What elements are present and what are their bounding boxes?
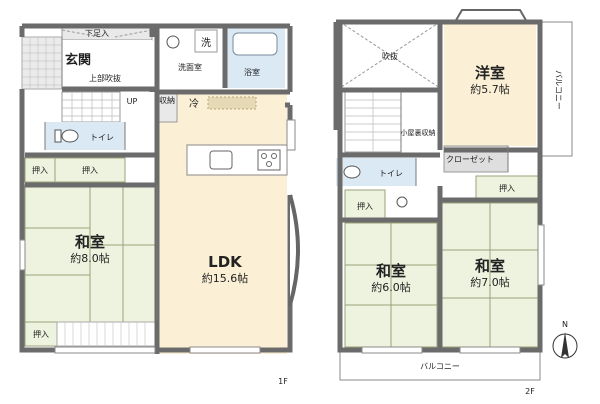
- label-attic-storage: 小屋裏収納: [401, 128, 436, 137]
- bathtub-icon: [232, 32, 278, 56]
- tatami-7: [440, 202, 539, 348]
- floor-2: [333, 9, 573, 381]
- label-washitsu-7: 和室: [475, 257, 505, 275]
- label-washitsu-8: 和室: [75, 233, 105, 251]
- bottom-balcony: [339, 351, 541, 381]
- sink-2f-icon: [396, 196, 408, 208]
- closet-2f-a: [344, 189, 386, 221]
- label-washitsu-6-area: 約6.0帖: [371, 280, 411, 294]
- label-bathroom: 浴室: [244, 67, 260, 77]
- labels: 下足入 玄関 上部吹抜 洗 洗面室 浴室 UP 収納 冷 トイレ 押入 押入 和…: [32, 29, 563, 396]
- void-area: [340, 22, 440, 88]
- label-closet-1f-a: 押入: [32, 165, 48, 175]
- closet-1f-b: [54, 157, 126, 183]
- label-toilet-2f: トイレ: [379, 169, 403, 178]
- label-side-balcony: バルコニー: [554, 70, 563, 110]
- compass-north-label: N: [562, 320, 568, 329]
- label-floor-1: 1F: [278, 377, 288, 386]
- label-floor-2: 2F: [525, 387, 535, 396]
- compass-icon: N: [552, 320, 578, 359]
- floor-1: [19, 23, 300, 354]
- stairs-1f: [61, 91, 121, 123]
- label-washitsu-6: 和室: [376, 262, 406, 280]
- genkan-area: [21, 36, 63, 90]
- label-toilet-1f: トイレ: [90, 133, 114, 142]
- label-void: 吹抜: [382, 51, 398, 61]
- sink-icon: [209, 150, 233, 170]
- closet-1f-c: [24, 321, 58, 347]
- label-washer: 洗: [201, 37, 211, 49]
- entrance-hall: [62, 40, 152, 90]
- label-shoe-storage: 下足入: [85, 29, 109, 38]
- label-fridge: 冷: [189, 97, 199, 110]
- label-western-room: 洋室: [475, 64, 505, 82]
- label-ldk: LDK: [208, 253, 243, 271]
- tatami-6: [344, 222, 438, 348]
- label-closet-2f-b: 押入: [499, 183, 515, 193]
- closet-2f-b: [475, 175, 539, 201]
- toilet-icon: [61, 129, 79, 143]
- toilet-icon-2f: [343, 165, 361, 179]
- label-closet-2f-a: 押入: [357, 201, 373, 211]
- label-washitsu-7-area: 約7.0帖: [470, 275, 510, 289]
- stove-icon: [257, 149, 281, 171]
- label-closet-1f-c: 押入: [33, 329, 49, 339]
- stairs-2f: [344, 91, 402, 153]
- side-balcony: [539, 21, 573, 157]
- label-closet: クローゼット: [446, 154, 494, 164]
- label-washitsu-8-area: 約8.0帖: [70, 251, 110, 265]
- label-genkan: 玄関: [65, 52, 91, 68]
- label-bottom-balcony: バルコニー: [420, 362, 460, 371]
- label-closet-1f-b: 押入: [82, 165, 98, 175]
- ldk-room: [157, 92, 287, 354]
- label-ldk-area: 約15.6帖: [202, 271, 249, 285]
- western-room: [444, 22, 536, 146]
- washing-machine-icon: [166, 35, 180, 49]
- label-upper-void: 上部吹抜: [89, 73, 121, 83]
- label-storage: 収納: [159, 95, 175, 105]
- label-western-room-area: 約5.7帖: [470, 82, 510, 96]
- label-washroom: 洗面室: [178, 62, 202, 72]
- closet-1f-a: [24, 157, 56, 183]
- label-up: UP: [127, 97, 138, 106]
